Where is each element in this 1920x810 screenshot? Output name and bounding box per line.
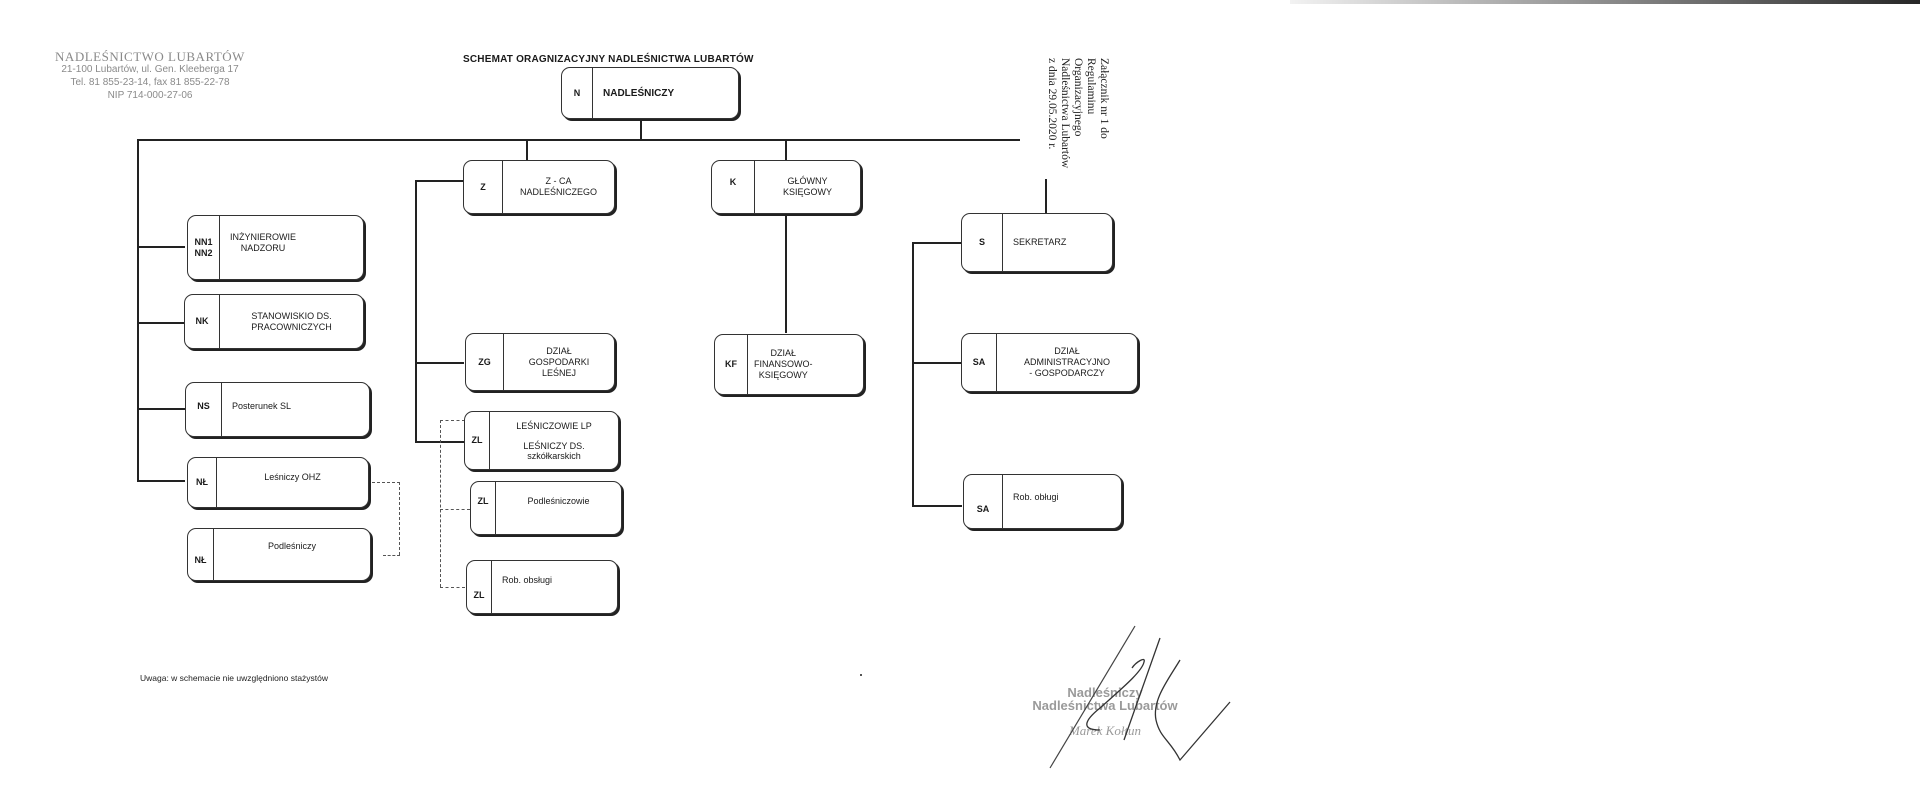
connector [137,322,185,324]
institution-stamp: NADLEŚNICTWO LUBARTÓW 21-100 Lubartów, u… [40,50,260,102]
dashed-connector [440,509,470,510]
connector [912,242,914,506]
node-lesniczy-ohz[interactable]: NŁ Leśniczy OHZ [187,457,369,508]
annex-line: Organizacyjnego [1072,58,1084,137]
node-code: NN1 NN2 [188,216,220,279]
connector [137,246,185,248]
node-stanowisko-pracownicze[interactable]: NK STANOWISKIO DS. PRACOWNICZYCH [184,294,364,349]
node-label: Z - CA NADLEŚNICZEGO [519,176,597,197]
connector [912,242,962,244]
node-rob-obslugi-zl[interactable]: ZL Rob. obsługi [466,560,618,614]
connector [137,480,185,482]
signature-stamp: Nadleśniczy Nadleśnictwa Lubartów Marek … [1010,686,1200,737]
dashed-connector [440,587,465,588]
connector [1045,179,1047,215]
node-code: NŁ [188,529,214,580]
node-label: DZIAŁ GOSPODARKI LEŚNEJ [528,345,590,378]
node-podlesniczowie[interactable]: ZL Podleśniczowie [470,481,622,535]
node-label: GŁÓWNY KSIĘGOWY [782,176,832,197]
dashed-connector [399,482,400,555]
node-code: S [962,214,1003,271]
annex-note: Załącznik nr 1 do Regulaminu Organizacyj… [1045,58,1110,223]
node-label: SEKRETARZ [1013,237,1067,247]
connector [137,408,185,410]
footnote: Uwaga: w schemacie nie uwzględniono staż… [140,673,329,683]
node-zastepca[interactable]: Z Z - CA NADLEŚNICZEGO [463,160,615,214]
node-dzial-administracyjno-gospodarczy[interactable]: SA DZIAŁ ADMINISTRACYJNO - GOSPODARCZY [961,333,1138,392]
signature-name: Marek Kołtun [1068,723,1142,738]
dashed-connector [372,482,400,483]
connector [785,139,787,161]
connector [785,215,787,333]
connector [640,118,642,140]
stamp-nip: NIP 714-000-27-06 [107,90,193,101]
node-label: DZIAŁ FINANSOWO- KSIĘGOWY [754,348,813,380]
node-label: NADLEŚNICZY [603,87,675,99]
node-label: DZIAŁ ADMINISTRACYJNO - GOSPODARCZY [1023,346,1110,378]
node-sekretarz[interactable]: S SEKRETARZ [961,213,1113,272]
node-label: LEŚNICZOWIE LP LEŚNICZY DS. szkółkarskic… [516,420,592,461]
node-code: SA [962,334,997,391]
dashed-connector [383,555,400,556]
node-code: NS [186,383,222,436]
speck [860,674,862,676]
node-posterunek-sl[interactable]: NS Posterunek SL [185,382,370,437]
node-label: Podleśniczy [267,541,317,551]
node-code: ZG [466,334,504,390]
dashed-connector [440,420,441,587]
handwritten-signature-icon [1049,625,1231,769]
connector [415,180,417,441]
node-dzial-finansowo-ksiegowy[interactable]: KF DZIAŁ FINANSOWO- KSIĘGOWY [714,334,864,395]
node-lesniczowie-lp[interactable]: ZL LEŚNICZOWIE LP LEŚNICZY DS. szkółkars… [464,411,619,470]
node-label: STANOWISKIO DS. PRACOWNICZYCH [251,310,332,332]
stamp-phone: Tel. 81 855-23-14, fax 81 855-22-78 [70,77,230,88]
annex-line: Nadleśnictwa Lubartów [1059,58,1071,169]
connector [912,505,962,507]
node-code: K [712,161,755,213]
signature-role: Nadleśniczy [1067,685,1143,700]
connector [912,362,962,364]
node-inzynierowie-nadzoru[interactable]: NN1 NN2 INŻYNIEROWIE NADZORU [187,215,364,280]
page-edge [1290,0,1920,4]
annex-line: Załącznik nr 1 do [1098,58,1110,139]
node-label: Leśniczy OHZ [264,472,321,482]
node-label: Podleśniczowie [527,496,590,506]
node-dzial-gospodarki-lesnej[interactable]: ZG DZIAŁ GOSPODARKI LEŚNEJ [465,333,615,391]
connector [137,139,139,480]
node-label: Rob. obsługi [502,575,553,585]
connector [415,180,464,182]
node-rob-obslugi-sa[interactable]: SA Rob. obługi [963,474,1122,529]
connector [137,139,1020,141]
stamp-title: NADLEŚNICTWO LUBARTÓW [55,49,245,64]
connector [526,139,528,161]
annex-line: Regulaminu [1085,58,1097,115]
stamp-address: 21-100 Lubartów, ul. Gen. Kleeberga 17 [61,64,239,75]
signature-unit: Nadleśnictwa Lubartów [1032,698,1178,713]
chart-title: SCHEMAT ORAGNIZACYJNY NADLEŚNICTWA LUBAR… [463,54,754,65]
dashed-connector [440,420,465,421]
connector [415,362,464,364]
node-code: Z [464,161,503,213]
connector [415,441,464,443]
node-label: Posterunek SL [232,401,292,411]
node-nadlesniczy[interactable]: N NADLEŚNICZY [561,67,739,119]
node-code: KF [715,335,748,394]
node-code: NŁ [188,458,217,507]
node-glowny-ksiegowy[interactable]: K GŁÓWNY KSIĘGOWY [711,160,861,214]
node-podlesniczy[interactable]: NŁ Podleśniczy [187,528,371,581]
node-label: Rob. obługi [1013,492,1059,502]
node-label: INŻYNIEROWIE NADZORU [230,232,297,253]
node-code: N [562,68,593,118]
node-code: ZL [471,482,496,534]
node-code: ZL [467,561,492,613]
node-code: NK [185,295,220,348]
node-code: ZL [465,412,490,469]
node-code: SA [964,475,1003,528]
